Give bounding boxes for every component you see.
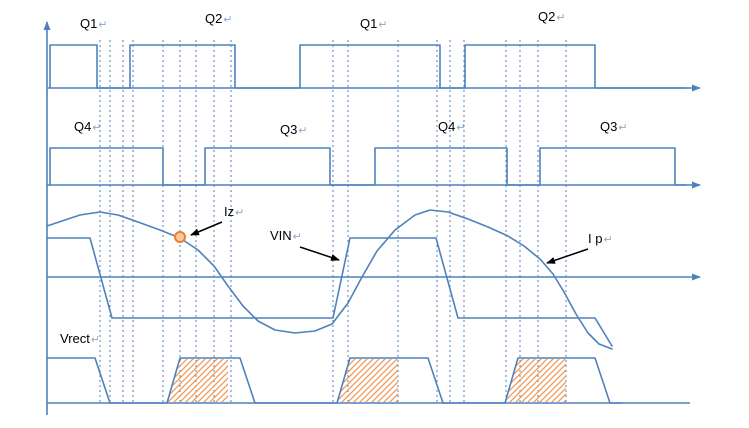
primary-current-curve (46, 209, 613, 350)
vrect-waveform (46, 357, 623, 404)
vin-annotation-arrow (299, 246, 340, 261)
hatch-region (338, 359, 398, 402)
iz-marker-dot (174, 231, 186, 243)
q1-q2-waveform (49, 44, 687, 89)
hatch-region (168, 359, 228, 402)
q4-q3-waveform (49, 147, 687, 186)
vin-square-waveform (46, 237, 613, 347)
iz-annotation-arrow (190, 221, 223, 236)
hatch-region (506, 359, 566, 402)
ip-annotation-arrow (546, 248, 589, 264)
